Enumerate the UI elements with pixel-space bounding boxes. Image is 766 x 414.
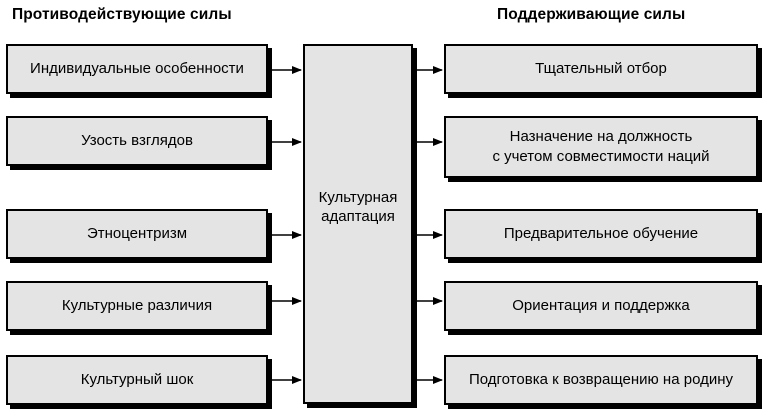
opposing-force-culture-shock: Культурный шок	[6, 355, 268, 405]
supporting-force-orientation-support: Ориентация и поддержка	[444, 281, 758, 331]
heading-supporting-forces: Поддерживающие силы	[497, 6, 686, 23]
opposing-force-label: Этноцентризм	[86, 225, 188, 242]
supporting-force-label: Назначение на должность	[509, 128, 693, 145]
opposing-force-label: Культурные различия	[61, 297, 213, 314]
supporting-force-careful-selection: Тщательный отбор	[444, 44, 758, 94]
supporting-force-label: Тщательный отбор	[535, 60, 667, 77]
supporting-force-label: Ориентация и поддержка	[512, 297, 690, 314]
opposing-force-narrow-views: Узость взглядов	[6, 116, 268, 166]
supporting-force-label-line2: с учетом совместимости наций	[492, 148, 710, 165]
supporting-force-label: Подготовка к возвращению на родину	[468, 371, 733, 388]
supporting-force-pre-training: Предварительное обучение	[444, 209, 758, 259]
supporting-force-repatriation-prep: Подготовка к возвращению на родину	[444, 355, 758, 405]
cultural-adaptation-line2: адаптация	[321, 208, 395, 225]
supporting-force-label: Предварительное обучение	[503, 225, 699, 242]
heading-opposing-forces: Противодействующие силы	[12, 6, 232, 23]
opposing-force-ethnocentrism: Этноцентризм	[6, 209, 268, 259]
opposing-force-label: Индивидуальные особенности	[30, 60, 244, 77]
opposing-force-label: Узость взглядов	[81, 132, 193, 149]
opposing-force-label: Культурный шок	[80, 371, 194, 388]
cultural-adaptation-box: Культурная адаптация	[303, 44, 413, 404]
supporting-force-assignment: Назначение на должность с учетом совмест…	[444, 116, 758, 178]
opposing-force-cultural-differences: Культурные различия	[6, 281, 268, 331]
cultural-adaptation-line1: Культурная	[318, 189, 398, 206]
opposing-force-individual-traits: Индивидуальные особенности	[6, 44, 268, 94]
